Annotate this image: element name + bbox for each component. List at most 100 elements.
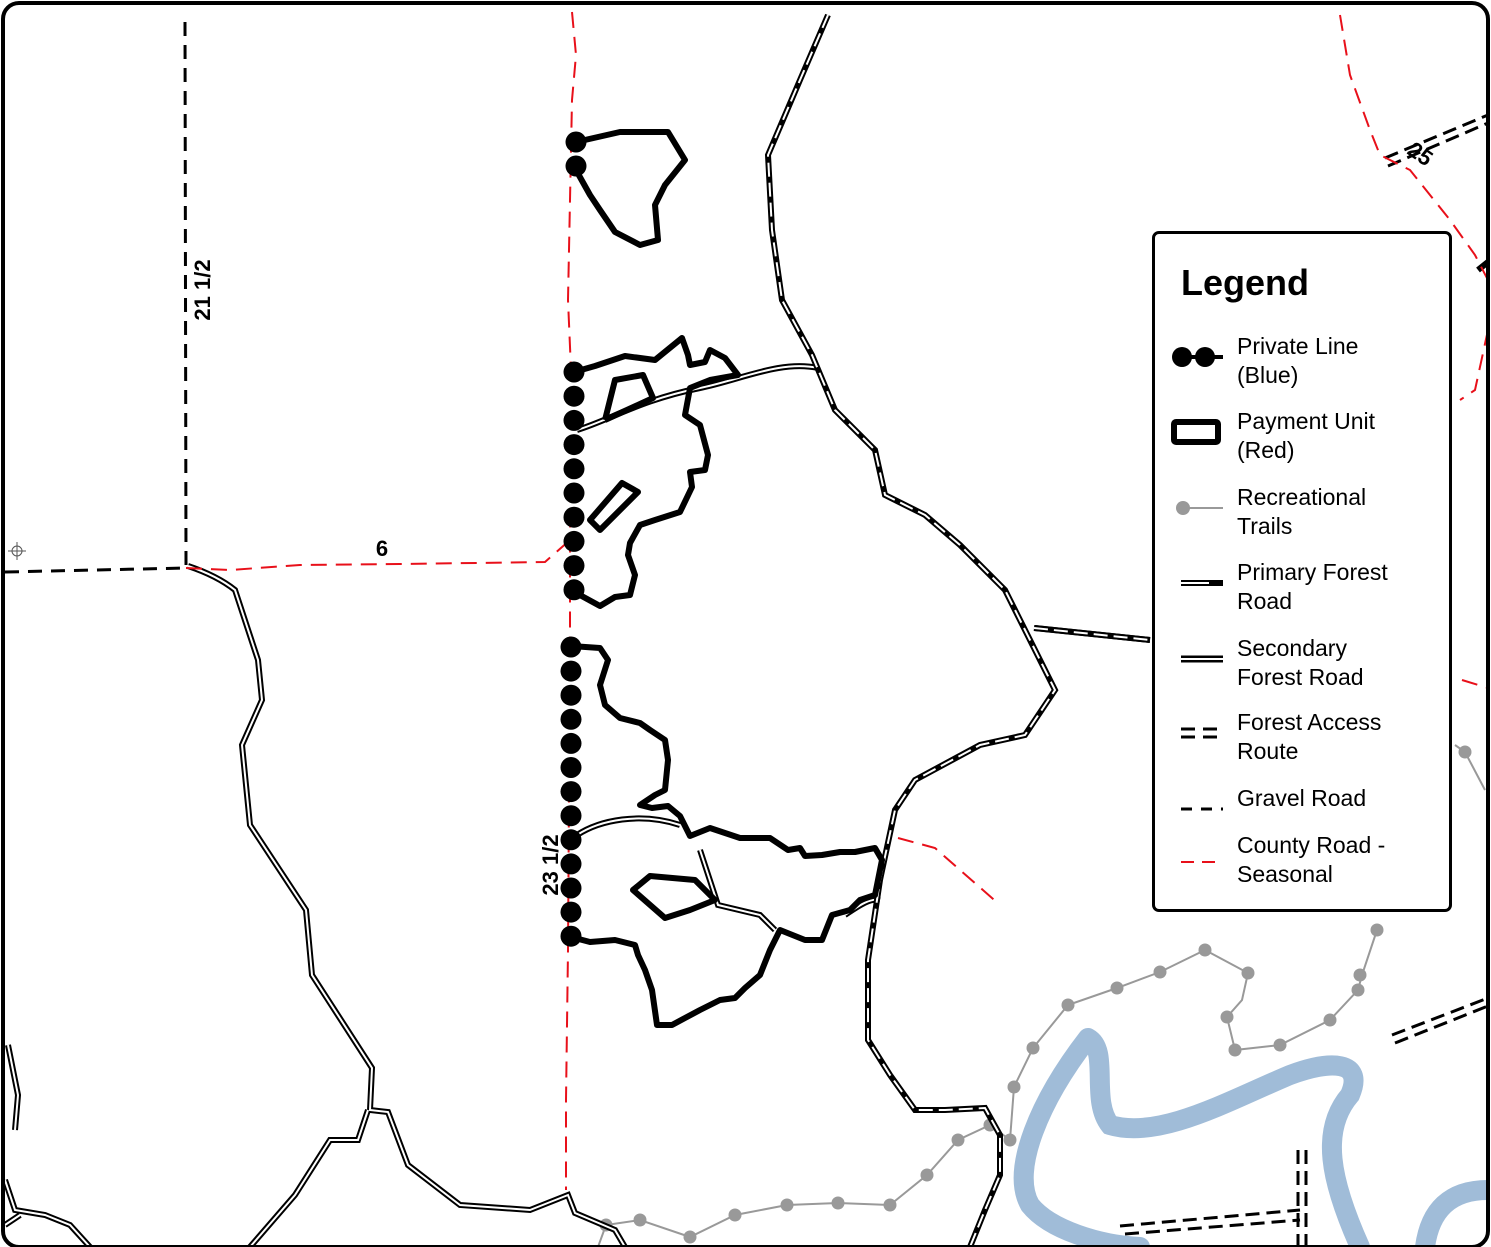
survey-marker-icon <box>8 542 26 560</box>
payment-unit-south-inner <box>630 873 718 921</box>
private-line-dot <box>563 555 585 577</box>
trail-dot <box>1228 1043 1242 1057</box>
road-label-23-half: 23 1/2 <box>538 834 563 895</box>
private-line-dot <box>560 925 582 947</box>
river <box>1013 1028 1488 1247</box>
trail-dot <box>1061 998 1075 1012</box>
private-line-symbol-icon <box>1172 347 1223 367</box>
legend-label-line1: Recreational <box>1237 484 1367 510</box>
trail-dot <box>1026 1041 1040 1055</box>
legend-item-payment-unit: Payment Unit (Red) <box>1169 407 1439 471</box>
trail-dot <box>1323 1013 1337 1027</box>
trail-dot <box>780 1198 794 1212</box>
private-line-dot <box>563 530 585 552</box>
legend-item-county-road-seasonal: County Road - Seasonal <box>1169 831 1439 895</box>
payment-unit-middle-inner-b <box>587 480 641 533</box>
trail-dot <box>1003 1133 1017 1147</box>
trail-dot <box>1273 1038 1287 1052</box>
private-line-dot <box>560 708 582 730</box>
legend-label-line1: County Road - <box>1237 832 1386 858</box>
private-line-dot <box>560 757 582 778</box>
recreational-trail-symbol-icon <box>1176 501 1223 515</box>
legend-label-line2: Route <box>1237 738 1299 764</box>
private-line-dot <box>560 877 582 899</box>
legend-item-gravel-road: Gravel Road <box>1169 784 1439 848</box>
legend-item-private-line: Private Line (Blue) <box>1169 332 1439 396</box>
private-line-dot <box>563 434 585 456</box>
primary-forest-road-symbol-icon <box>1181 580 1223 586</box>
private-line-dot <box>563 385 585 407</box>
road-label-6: 6 <box>376 536 388 561</box>
private-line-dot <box>565 131 587 153</box>
private-line-dot <box>563 458 585 480</box>
private-line-dot <box>563 409 585 431</box>
private-line-dot <box>560 636 582 658</box>
trail-dot <box>1198 943 1212 957</box>
private-line-dot <box>560 732 582 754</box>
payment-unit-symbol-icon <box>1171 419 1221 445</box>
forest-access-route-symbol-icon <box>1181 727 1223 739</box>
legend-label-line2: (Red) <box>1237 437 1295 463</box>
trail-dot <box>1110 981 1124 995</box>
payment-unit-middle <box>573 335 741 609</box>
trail-dot <box>683 1230 697 1244</box>
legend-title: Legend <box>1181 262 1310 303</box>
private-line-dot <box>563 361 585 383</box>
legend: Legend Private Line (Blue) Payment Unit (R… <box>1152 231 1452 912</box>
private-line-dot <box>560 829 582 851</box>
private-line-dot <box>560 781 582 803</box>
legend-label-line2: Trails <box>1237 513 1293 539</box>
legend-label-line1: Secondary <box>1237 635 1347 661</box>
legend-label-line1: Private Line <box>1237 333 1359 359</box>
trail-dot <box>633 1213 647 1227</box>
payment-unit-north <box>573 129 688 248</box>
trail-dot <box>951 1133 965 1147</box>
trail-dot <box>883 1198 897 1212</box>
trail-dot <box>920 1168 934 1182</box>
legend-label-line1: Forest Access <box>1237 709 1382 735</box>
private-line-dot <box>563 482 585 504</box>
private-line-dot <box>565 155 587 177</box>
trail-dot <box>1458 745 1472 759</box>
secondary-forest-road-symbol-icon <box>1181 655 1223 663</box>
payment-units <box>570 129 885 1028</box>
legend-label-line2: (Blue) <box>1237 362 1299 388</box>
payment-unit-middle-inner-a <box>602 372 656 423</box>
trail-dot <box>1353 968 1367 982</box>
trail-dot <box>1370 923 1384 937</box>
forest-access-routes <box>1119 113 1488 1247</box>
private-line-dot <box>563 506 585 528</box>
gravel-road-symbol-icon <box>1181 807 1223 811</box>
private-line-dot <box>560 805 582 827</box>
trail-dot <box>831 1196 845 1210</box>
legend-label-line1: Gravel Road <box>1237 785 1367 811</box>
gravel-roads <box>4 21 188 574</box>
trail-dot <box>728 1208 742 1222</box>
legend-label-line2: Forest Road <box>1237 664 1364 690</box>
private-line <box>560 131 587 947</box>
legend-label-line1: Primary Forest <box>1237 559 1388 585</box>
legend-label-line1: Payment Unit <box>1237 408 1376 434</box>
legend-label-line2: Road <box>1237 588 1292 614</box>
trail-dot <box>1241 966 1255 980</box>
trail-dot <box>1153 965 1167 979</box>
legend-label-line2: Seasonal <box>1237 861 1333 887</box>
trail-dot <box>1007 1080 1021 1094</box>
county-road-seasonal-symbol-icon <box>1181 861 1223 863</box>
private-line-dot <box>560 853 582 875</box>
road-label-21-half: 21 1/2 <box>190 259 215 320</box>
private-line-dot <box>563 579 585 601</box>
private-line-dot <box>560 660 582 682</box>
trail-dot <box>1220 1010 1234 1024</box>
payment-unit-south <box>570 643 885 1028</box>
trail-dot <box>1351 983 1365 997</box>
private-line-dot <box>560 901 582 923</box>
road-label-25: 25 <box>1403 137 1437 172</box>
private-line-dot <box>560 684 582 706</box>
